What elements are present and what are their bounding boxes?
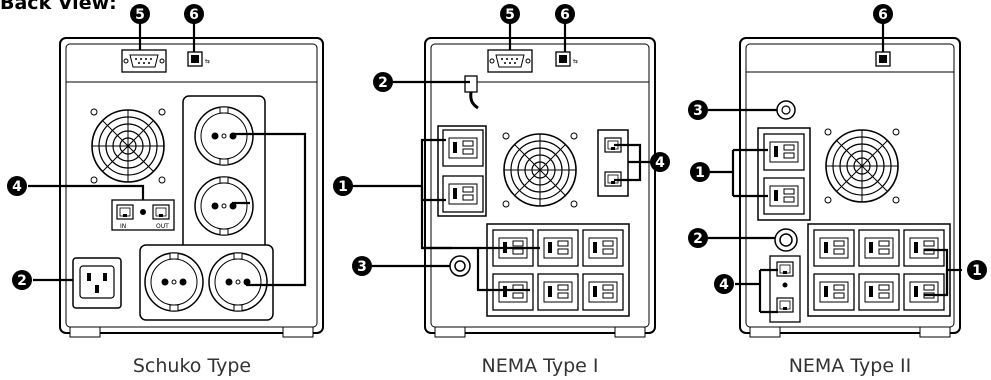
callout-3-nema-ii: 3	[688, 100, 708, 120]
fan-icon	[823, 127, 901, 205]
callout-1-nema-ii-right: 1	[967, 260, 987, 280]
svg-text:6: 6	[189, 7, 199, 23]
svg-text:3: 3	[357, 259, 367, 275]
svg-text:2: 2	[693, 231, 703, 247]
port-label-out: OUT	[156, 223, 169, 230]
schuko-outlet-icon	[194, 176, 254, 236]
network-port-icon	[776, 297, 794, 313]
svg-text:1: 1	[338, 179, 348, 195]
svg-text:4: 4	[719, 277, 729, 293]
nema-type-ii-unit	[739, 37, 961, 338]
nema-outlet-icon	[537, 273, 579, 311]
callout-2-schuko: 2	[12, 270, 32, 290]
nema-outlet-icon	[492, 273, 534, 311]
callout-6-schuko: 6	[184, 4, 204, 24]
nema-outlet-icon	[763, 177, 805, 215]
nema-outlet-icon	[442, 175, 484, 213]
nema-outlet-icon	[858, 273, 900, 311]
serial-port-icon	[121, 49, 167, 73]
port-label-in: IN	[120, 223, 126, 230]
network-port-icon	[776, 261, 794, 277]
nema-outlet-icon	[442, 129, 484, 167]
network-out-port-icon	[152, 204, 170, 220]
callout-1-nema-ii: 1	[690, 162, 710, 182]
caption-nema-i: NEMA Type I	[482, 355, 599, 377]
svg-text:1: 1	[695, 165, 705, 181]
nema-outlet-icon	[813, 273, 855, 311]
svg-text:1: 1	[972, 263, 982, 279]
callout-4-nema-i: 4	[650, 152, 670, 172]
svg-text:4: 4	[12, 179, 22, 195]
callout-2-nema-ii: 2	[688, 228, 708, 248]
callout-1-shared: 1	[333, 176, 353, 196]
nema-outlet-icon	[858, 229, 900, 267]
caption-schuko: Schuko Type	[133, 355, 251, 377]
usb-port-icon	[875, 51, 891, 67]
nema-outlet-icon	[763, 133, 805, 171]
callout-4-schuko: 4	[7, 176, 27, 196]
svg-text:2: 2	[378, 75, 388, 91]
page-heading: Back View:	[0, 0, 117, 14]
usb-port-icon	[555, 51, 571, 67]
svg-text:4: 4	[655, 155, 665, 171]
callout-4-nema-ii: 4	[714, 274, 734, 294]
fan-icon	[89, 107, 167, 185]
svg-text:⇆: ⇆	[205, 58, 210, 65]
svg-text:⇆: ⇆	[573, 58, 578, 65]
nema-outlet-icon	[813, 229, 855, 267]
nema-outlet-icon	[903, 229, 945, 267]
callout-6-nema-i: 6	[555, 4, 575, 24]
callout-2-nema-i: 2	[373, 72, 393, 92]
fan-icon	[501, 131, 579, 209]
nema-outlet-icon	[582, 273, 624, 311]
callout-5-nema-i: 5	[500, 4, 520, 24]
caption-nema-ii: NEMA Type II	[789, 355, 912, 377]
nema-outlet-icon	[537, 229, 579, 267]
nema-outlet-icon	[903, 273, 945, 311]
schuko-outlet-icon	[194, 106, 254, 166]
network-in-port-icon	[116, 204, 134, 220]
svg-text:5: 5	[135, 7, 145, 23]
schuko-outlet-icon	[208, 252, 268, 312]
nema-outlet-icon	[582, 229, 624, 267]
svg-text:3: 3	[693, 103, 703, 119]
svg-text:6: 6	[560, 7, 570, 23]
svg-text:2: 2	[17, 273, 27, 289]
callout-6-nema-ii: 6	[873, 4, 893, 24]
schuko-unit: ⇆ IN OUT	[59, 37, 324, 338]
svg-text:5: 5	[505, 7, 515, 23]
nema-type-i-unit: ⇆	[424, 37, 656, 338]
svg-text:6: 6	[878, 7, 888, 23]
callout-5-schuko: 5	[130, 4, 150, 24]
schuko-outlet-icon	[144, 252, 204, 312]
serial-port-icon	[487, 49, 533, 73]
usb-port-icon	[187, 51, 203, 67]
callout-3-nema-i: 3	[352, 256, 372, 276]
